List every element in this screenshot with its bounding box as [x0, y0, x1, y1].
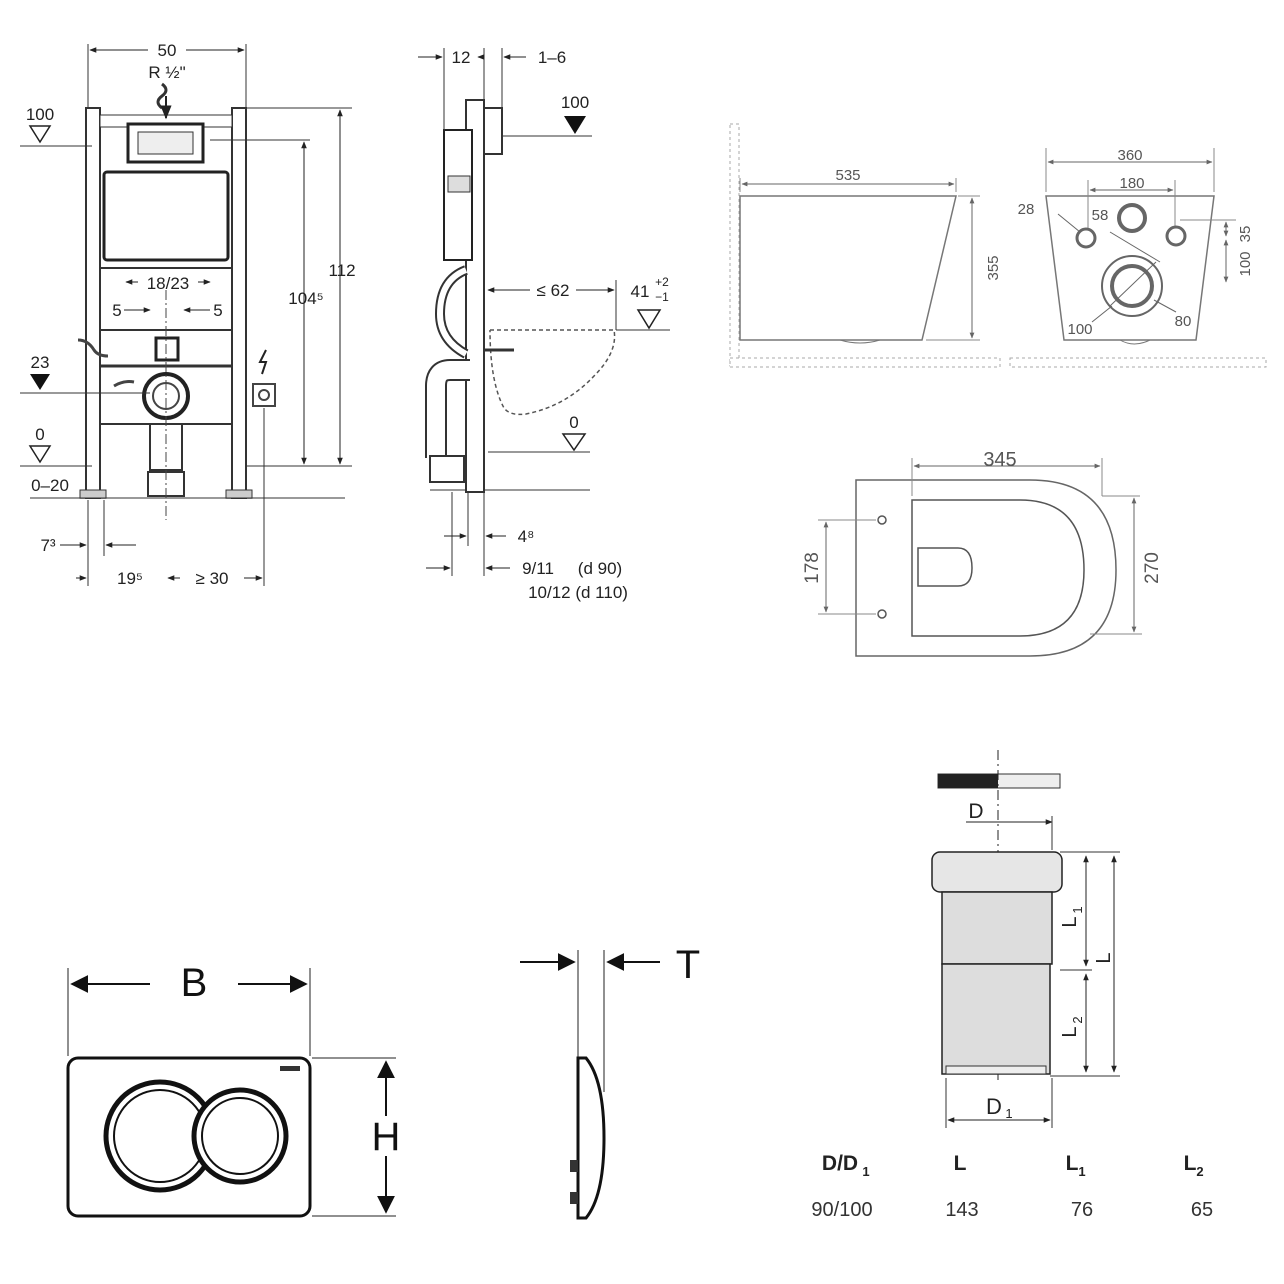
label-pipe-l1: L [1059, 916, 1081, 927]
dim-pipe-diam-1: (d 90) [578, 559, 622, 578]
dim-bowl-length: 535 [835, 167, 860, 184]
brand-logo [280, 1066, 300, 1071]
dim-hole-spacing-top: 178 [802, 552, 823, 584]
dim-offset-left: 5 [112, 301, 121, 320]
table-value-l1: 76 [1071, 1199, 1093, 1221]
level-marker-top-front [28, 125, 52, 144]
dim-hole-spacing-back: 180 [1119, 175, 1144, 192]
table-header-l1-sub: 1 [1078, 1164, 1085, 1179]
dim-back-width: 360 [1117, 147, 1142, 164]
level-zero-front: 0 [35, 425, 44, 444]
level-marker-top-side [564, 116, 586, 134]
label-pipe-l1-sub: 1 [1070, 906, 1085, 913]
table-value-d-d1: 90/100 [811, 1199, 872, 1221]
dim-flush-spacing: 18/23 [147, 274, 190, 293]
dim-hole-left: 28 [1018, 201, 1035, 218]
dim-center-offset: 19⁵ [117, 569, 143, 588]
dim-bowl-reach: ≤ 62 [537, 281, 570, 300]
dim-pipe-offset-2: 10/12 (d 110) [528, 583, 628, 602]
level-drain: 23 [31, 353, 50, 372]
dim-adjust-range: 1–6 [538, 48, 566, 67]
level-marker-zero-side [561, 433, 587, 452]
level-marker-zero-front [28, 445, 52, 464]
bowl-back-view: 360 180 28 58 100 80 35 100 [1009, 147, 1267, 368]
level-marker-drain [30, 374, 50, 390]
dim-offset-right: 100 [1237, 251, 1254, 276]
dim-frame-width: 50 [158, 41, 177, 60]
dim-min-side: ≥ 30 [196, 569, 229, 588]
label-pipe-l: L [1093, 952, 1115, 963]
label-plate-height: H [372, 1115, 401, 1159]
table-value-l: 143 [945, 1199, 978, 1221]
label-pipe-d1: D [986, 1094, 1002, 1119]
dim-bowl-height: 355 [985, 255, 1002, 280]
label-pipe-l2: L [1059, 1026, 1081, 1037]
table-header-d-d1-sub: 1 [862, 1164, 869, 1179]
label-pipe-l2-sub: 2 [1070, 1016, 1085, 1023]
dim-pipe-offset-1: 9/11 [522, 559, 554, 578]
flush-plate-side: T [520, 943, 700, 1220]
dim-inlet: 58 [1092, 207, 1109, 224]
level-zero-side: 0 [569, 413, 578, 432]
dim-frame-depth: 12 [452, 48, 471, 67]
dim-seat-depth: 345 [983, 449, 1016, 471]
level-marker-seat [636, 309, 662, 330]
level-top-front: 100 [26, 105, 54, 124]
flush-plate-front: B H [66, 961, 401, 1218]
table-value-l2: 65 [1191, 1199, 1213, 1221]
dim-seat-tol-minus: −1 [655, 290, 669, 304]
label-pipe-d1-sub: 1 [1005, 1106, 1012, 1121]
dim-outlet-right: 80 [1175, 313, 1192, 330]
dim-outlet-left: 100 [1067, 321, 1092, 338]
bowl-top-view: 345 178 270 [802, 449, 1163, 657]
label-plate-thickness: T [676, 943, 700, 987]
table-header-l1: L [1066, 1152, 1079, 1175]
dim-seat-height: 41 [631, 282, 650, 301]
table-header-l: L [954, 1152, 967, 1175]
label-pipe-d: D [968, 800, 983, 823]
plate-side-profile [576, 1056, 606, 1220]
dim-seat-tol-plus: +2 [655, 275, 669, 289]
dim-offset-right-top: 35 [1237, 226, 1254, 243]
pipe-connector: D L 1 L 2 L D 1 [931, 750, 1120, 1128]
dim-foot-offset: 7³ [40, 536, 55, 555]
dim-inner-height: 104⁵ [288, 289, 323, 308]
dim-bowl-width-top: 270 [1142, 552, 1163, 584]
bowl-side-view: 535 355 [729, 123, 1002, 368]
dim-offset-right: 5 [213, 301, 222, 320]
table-header-l2-sub: 2 [1196, 1164, 1203, 1179]
frame-side-view: 12 1–6 100 ≤ 62 41 +2 −1 0 4⁸ 9/11 (d 90… [418, 48, 670, 602]
dim-wall-gap: 4⁸ [518, 527, 535, 546]
dim-total-height: 112 [328, 261, 355, 280]
label-plate-width: B [181, 961, 208, 1005]
dim-floor-range: 0–20 [31, 476, 69, 495]
frame-front-view: 50 R ½" 100 112 104⁵ 18/23 5 5 23 0 0–20 [20, 41, 356, 588]
dim-connection: R ½" [148, 63, 185, 82]
table-header-d-d1: D/D [822, 1152, 858, 1175]
level-top-side: 100 [561, 93, 589, 112]
table-header-l2: L [1184, 1152, 1197, 1175]
pipe-dimension-table: D/D 1 L L 1 L 2 90/100 143 76 65 [811, 1152, 1213, 1221]
